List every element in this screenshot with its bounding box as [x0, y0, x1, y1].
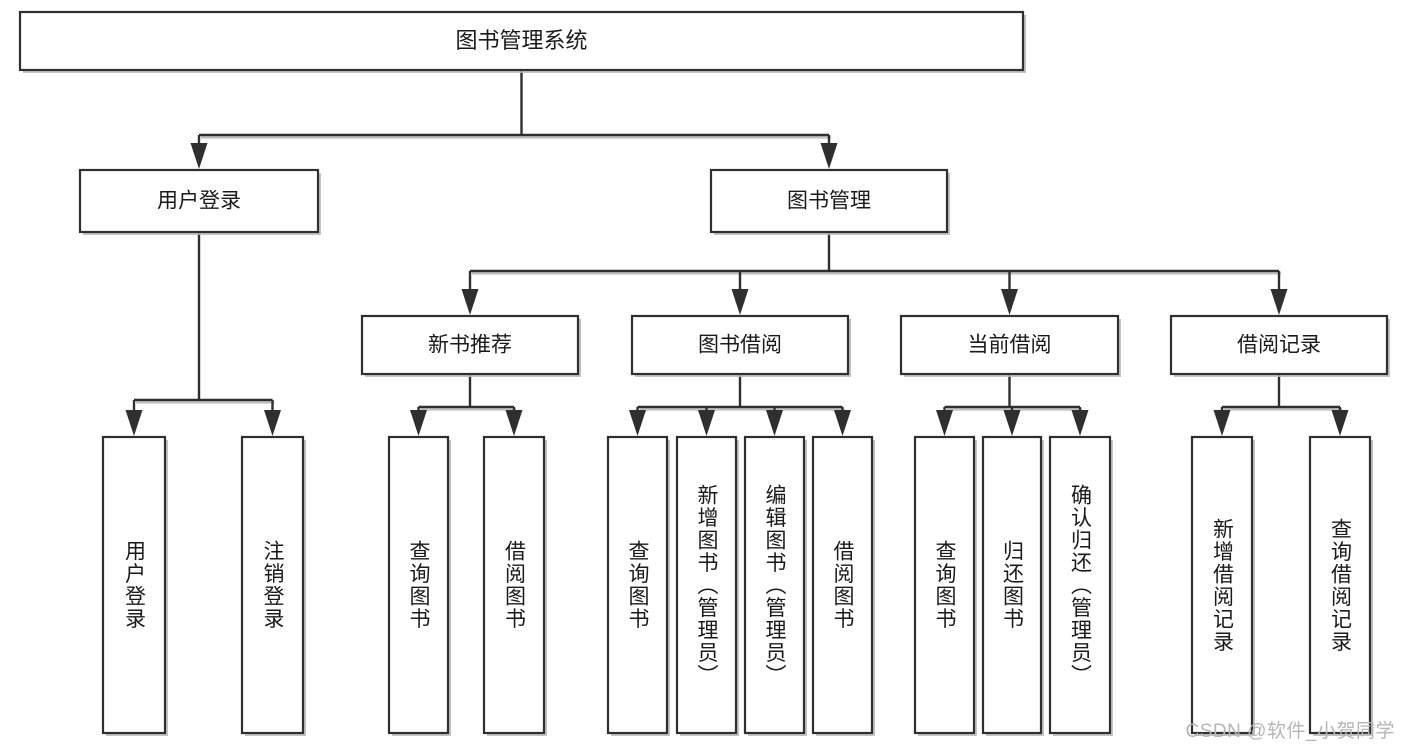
node-leaf_3-box[interactable]: [482, 435, 546, 735]
node-root-box[interactable]: [18, 10, 1025, 72]
edge-arrow-head: [834, 410, 851, 436]
edge-arrow-head: [505, 410, 523, 436]
node-leaf_8-box[interactable]: [913, 435, 976, 735]
node-l2_1-label: 图书管理: [787, 190, 871, 213]
node-leaf_5-box[interactable]: [675, 435, 738, 735]
node-leaf_11-box[interactable]: [1190, 435, 1254, 735]
node-leaf_1-box[interactable]: [240, 435, 305, 735]
edge-arrow-head: [190, 143, 208, 169]
edge-arrow-head: [1213, 410, 1231, 436]
node-l2_1-box[interactable]: [709, 168, 949, 234]
node-leaf_0-box[interactable]: [101, 435, 167, 735]
node-leaf_7-box[interactable]: [811, 435, 874, 735]
node-l3_3-box[interactable]: [1169, 314, 1389, 376]
node-l3_2-label: 当前借阅: [968, 334, 1052, 357]
edge-arrow-head: [264, 410, 281, 436]
node-leaf_10-box[interactable]: [1048, 435, 1112, 735]
node-l3_1-box[interactable]: [630, 314, 850, 376]
edge-group-bus-user-login: [125, 232, 281, 436]
edge-group-bus-borrow: [629, 374, 851, 436]
edge-group-bus-root: [190, 70, 838, 169]
node-l2_0-label: 用户登录: [157, 190, 241, 213]
node-leaf_2-box[interactable]: [387, 435, 450, 735]
edge-group-bus-book-mgmt: [461, 232, 1288, 315]
node-leaf_9-box[interactable]: [981, 435, 1043, 735]
edge-arrow-head: [820, 143, 838, 169]
edge-group-bus-record: [1213, 374, 1349, 436]
edge-group-bus-new-book: [410, 374, 523, 436]
edge-arrow-head: [629, 410, 646, 436]
edge-arrow-head: [731, 289, 749, 315]
edge-arrow-head: [125, 410, 143, 436]
watermark: CSDN @软件_小贺同学: [1185, 721, 1395, 742]
edges-layer: [125, 70, 1349, 436]
edge-arrow-head: [410, 410, 427, 436]
node-l3_0-box[interactable]: [360, 314, 580, 376]
node-l2_0-box[interactable]: [78, 168, 320, 234]
node-leaf_6-box[interactable]: [743, 435, 806, 735]
node-leaf_12-box[interactable]: [1308, 435, 1372, 735]
node-leaf_4-box[interactable]: [606, 435, 669, 735]
edge-arrow-head: [461, 289, 479, 315]
node-l3_2-box[interactable]: [899, 314, 1120, 376]
node-l3_1-label: 图书借阅: [698, 334, 782, 357]
edge-arrow-head: [1331, 410, 1349, 436]
edge-group-bus-current: [936, 374, 1089, 436]
edge-arrow-head: [1071, 410, 1089, 436]
edge-arrow-head: [1003, 410, 1021, 436]
edge-arrow-head: [698, 410, 715, 436]
node-l3_0-label: 新书推荐: [428, 334, 512, 357]
edge-arrow-head: [936, 410, 953, 436]
edge-arrow-head: [1270, 289, 1288, 315]
boxes-layer: [18, 10, 1390, 736]
edge-arrow-head: [766, 410, 783, 436]
node-root-label: 图书管理系统: [455, 28, 587, 53]
node-l3_3-label: 借阅记录: [1237, 334, 1321, 357]
edge-arrow-head: [1001, 289, 1018, 315]
